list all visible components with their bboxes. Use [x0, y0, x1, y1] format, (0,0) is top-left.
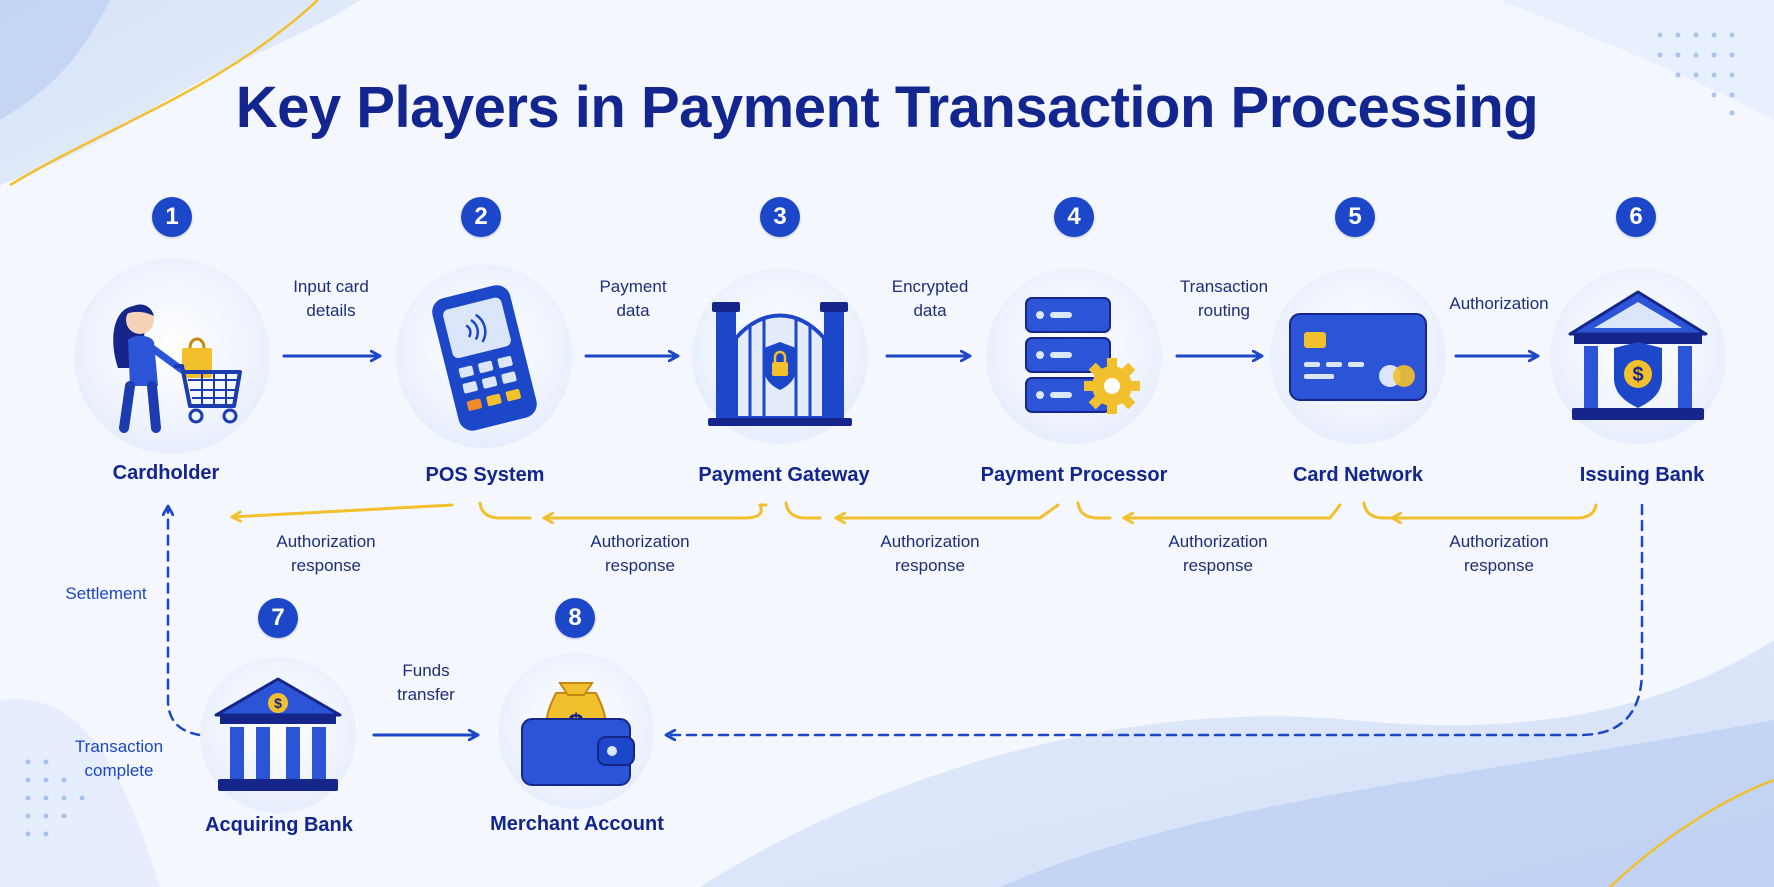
return-label-line: response [605, 556, 675, 575]
edge-label-line: Payment [599, 277, 667, 296]
server-gear-icon [1025, 297, 1140, 414]
acquiring-node: $ [200, 657, 356, 813]
return-arrow-5 [1362, 501, 1598, 518]
bank-icon: $ [214, 677, 342, 791]
step-badge-1: 1 [152, 197, 192, 237]
edge-label-encrypted-data: Encrypted data [892, 275, 969, 323]
wallet-money-bag-icon: $ [521, 682, 635, 786]
step-badge-7: 7 [258, 598, 298, 638]
node-label-gateway: Payment Gateway [698, 464, 870, 486]
edge-label-line: Input card [293, 277, 369, 296]
page-title: Key Players in Payment Transaction Proce… [235, 75, 1539, 140]
return-label-line: Authorization [880, 532, 980, 551]
edge-label-line: Authorization [1449, 294, 1549, 313]
merchant-node: $ [498, 653, 654, 809]
edge-label-line: Encrypted [891, 277, 969, 296]
edge-label-line: Transaction [1179, 277, 1269, 296]
gate-with-lock-icon [708, 302, 852, 426]
edge-label-transaction-routing: Transaction routing [1180, 275, 1268, 323]
return-label-line: response [291, 556, 361, 575]
return-arrow-1 [230, 503, 454, 517]
return-label-line: Authorization [590, 532, 690, 551]
pos-terminal-icon [432, 285, 537, 431]
edge-label-line: details [306, 301, 356, 320]
node-label-pos: POS System [425, 464, 545, 486]
return-label-line: response [1464, 556, 1534, 575]
return-label-line: Authorization [1449, 532, 1549, 551]
return-label-2: Authorization response [590, 530, 689, 578]
network-node [1270, 268, 1446, 444]
return-label-line: Authorization [276, 532, 376, 551]
node-label-issuing: Issuing Bank [1579, 464, 1705, 486]
step-badge-8: 8 [555, 598, 595, 638]
edge-label-line: data [616, 301, 650, 320]
step-badge-3: 3 [760, 197, 800, 237]
issuing-node: $ [1550, 268, 1726, 444]
side-note-line: complete [84, 761, 154, 780]
gateway-node [692, 268, 868, 444]
pos-node [396, 264, 572, 448]
transaction-complete-label: Transaction complete [75, 735, 163, 783]
settlement-label: Settlement [65, 584, 147, 603]
return-label-4: Authorization response [1168, 530, 1267, 578]
return-arrow-4 [1076, 501, 1342, 518]
svg-text:$: $ [274, 695, 282, 711]
node-label-processor: Payment Processor [980, 464, 1168, 486]
svg-text:$: $ [1632, 364, 1643, 386]
dashed-settlement-path [168, 506, 202, 737]
step-badge-4: 4 [1054, 197, 1094, 237]
step-badge-2: 2 [461, 197, 501, 237]
edge-label-line: data [913, 301, 947, 320]
shopper-with-cart-icon [113, 304, 242, 433]
node-label-acquiring: Acquiring Bank [205, 814, 353, 836]
cardholder-node [74, 258, 270, 454]
edge-label-line: transfer [397, 685, 455, 704]
return-label-line: response [895, 556, 965, 575]
return-label-line: Authorization [1168, 532, 1268, 551]
credit-card-icon [1289, 313, 1427, 401]
return-label-1: Authorization response [276, 530, 375, 578]
return-label-line: response [1183, 556, 1253, 575]
processor-node [986, 268, 1162, 444]
edge-label-line: Funds [402, 661, 450, 680]
edge-label-input-card-details: Input card details [293, 275, 369, 323]
node-label-merchant: Merchant Account [490, 813, 664, 835]
node-label-cardholder: Cardholder [112, 462, 220, 484]
edge-label-funds-transfer: Funds transfer [397, 659, 455, 707]
return-label-5: Authorization response [1449, 530, 1548, 578]
return-label-3: Authorization response [880, 530, 979, 578]
step-badge-6: 6 [1616, 197, 1656, 237]
node-label-network: Card Network [1292, 464, 1424, 486]
edge-label-authorization: Authorization [1449, 292, 1548, 316]
step-badge-5: 5 [1335, 197, 1375, 237]
bank-shield-icon: $ [1568, 290, 1708, 420]
dashed-issuing-to-merchant-path [666, 503, 1644, 735]
return-arrow-3 [784, 501, 1060, 518]
return-arrow-2 [478, 501, 768, 518]
edge-label-payment-data: Payment data [599, 275, 666, 323]
side-note-line: Transaction [74, 737, 164, 756]
edge-label-line: routing [1198, 301, 1250, 320]
